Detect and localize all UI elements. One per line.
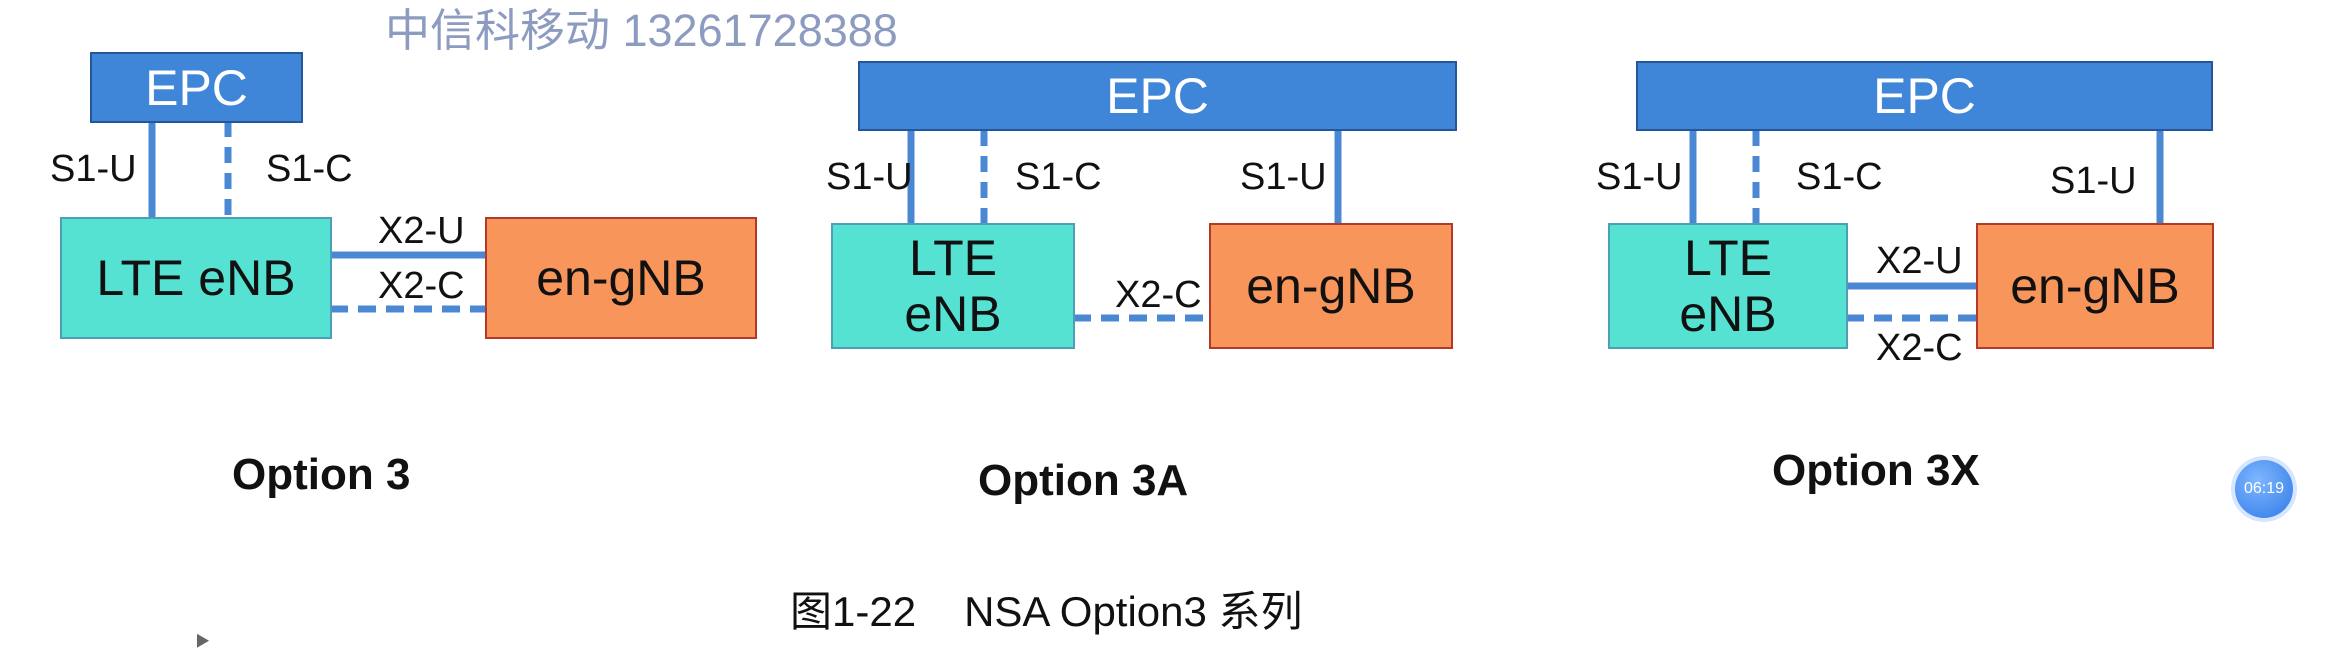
figure-title: NSA Option3 系列: [964, 588, 1303, 635]
opt3-title: Option 3: [232, 450, 411, 499]
opt3x-s1u-label: S1-U: [1596, 156, 1683, 198]
opt3a-lte-enb-label: LTE eNB: [904, 230, 1002, 342]
opt3a-epc-box: EPC: [858, 61, 1457, 131]
opt3x-title: Option 3X: [1772, 446, 1980, 495]
opt3-x2c-label: X2-C: [378, 265, 465, 307]
figure-number: 图1-22: [790, 588, 917, 635]
opt3x-x2u-label: X2-U: [1876, 240, 1963, 282]
opt3-lte-enb-box: LTE eNB: [60, 217, 332, 339]
opt3a-lte-enb-box: LTE eNB: [831, 223, 1075, 349]
opt3x-lte-enb-label: LTE eNB: [1679, 230, 1777, 342]
opt3a-s1c-label: S1-C: [1015, 156, 1102, 198]
opt3x-en-gnb-box: en-gNB: [1976, 223, 2214, 349]
watermark-text: 中信科移动 13261728388: [385, 5, 898, 56]
opt3-s1u-label: S1-U: [50, 148, 137, 190]
opt3-en-gnb-box: en-gNB: [485, 217, 757, 339]
opt3a-en-gnb-box: en-gNB: [1209, 223, 1453, 349]
opt3a-gnb-s1u-label: S1-U: [1240, 156, 1327, 198]
opt3x-s1c-label: S1-C: [1796, 156, 1883, 198]
opt3a-x2c-label: X2-C: [1115, 274, 1202, 316]
opt3x-epc-box: EPC: [1636, 61, 2213, 131]
opt3a-s1u-label: S1-U: [826, 156, 913, 198]
opt3x-x2c-label: X2-C: [1876, 327, 1963, 369]
opt3-epc-box: EPC: [90, 52, 303, 123]
opt3x-gnb-s1u-label: S1-U: [2050, 160, 2137, 202]
opt3-x2u-label: X2-U: [378, 210, 465, 252]
opt3a-title: Option 3A: [978, 456, 1189, 505]
opt3-s1c-label: S1-C: [266, 148, 353, 190]
opt3x-lte-enb-box: LTE eNB: [1608, 223, 1848, 349]
figure-caption: 图1-22 NSA Option3 系列: [790, 578, 1303, 639]
timer-badge[interactable]: 06:19: [2235, 460, 2293, 518]
